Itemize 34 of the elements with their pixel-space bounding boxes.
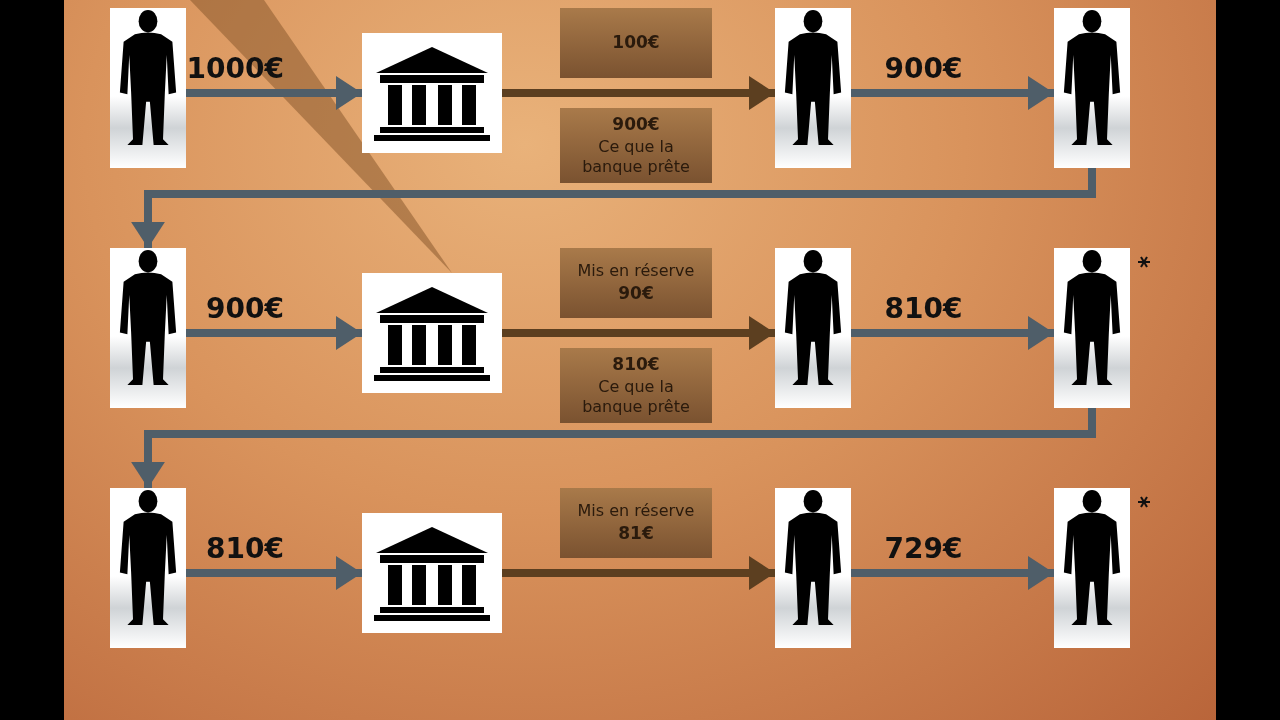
amount-box	[560, 248, 712, 318]
bank-card	[362, 513, 502, 633]
box-text: Ce que la banque prête	[581, 137, 691, 178]
arrow	[502, 556, 775, 590]
edge-label: 810€	[206, 532, 284, 565]
arrow	[186, 556, 362, 590]
amount-text: 90€	[618, 283, 654, 305]
arrow	[502, 76, 775, 110]
arrow	[131, 168, 1096, 248]
amount-box	[560, 348, 712, 424]
arrow	[851, 556, 1054, 590]
edge-label: 900€	[884, 52, 963, 85]
amount-box	[560, 8, 712, 78]
amount-box	[560, 108, 712, 184]
arrow	[851, 316, 1054, 350]
edge-label: 1000€	[186, 52, 284, 85]
box-text: Mis en réserve	[577, 501, 695, 522]
edge-label: 900€	[206, 292, 284, 325]
arrow	[502, 316, 775, 350]
arrow	[186, 76, 362, 110]
amount-box	[560, 488, 712, 558]
box-text: Mis en réserve	[577, 261, 695, 282]
box-text: Ce que la banque prête	[581, 377, 691, 418]
bank-card	[362, 33, 502, 153]
edge-label: 729€	[884, 532, 963, 565]
amount-text: 100€	[612, 32, 660, 54]
arrow	[186, 316, 362, 350]
arrow	[131, 408, 1096, 488]
edge-label: 810€	[884, 292, 963, 325]
amount-text: 81€	[618, 523, 654, 545]
amount-text: 900€	[612, 114, 660, 136]
amount-text: 810€	[612, 354, 660, 376]
arrow	[851, 76, 1054, 110]
bank-card	[362, 273, 502, 393]
